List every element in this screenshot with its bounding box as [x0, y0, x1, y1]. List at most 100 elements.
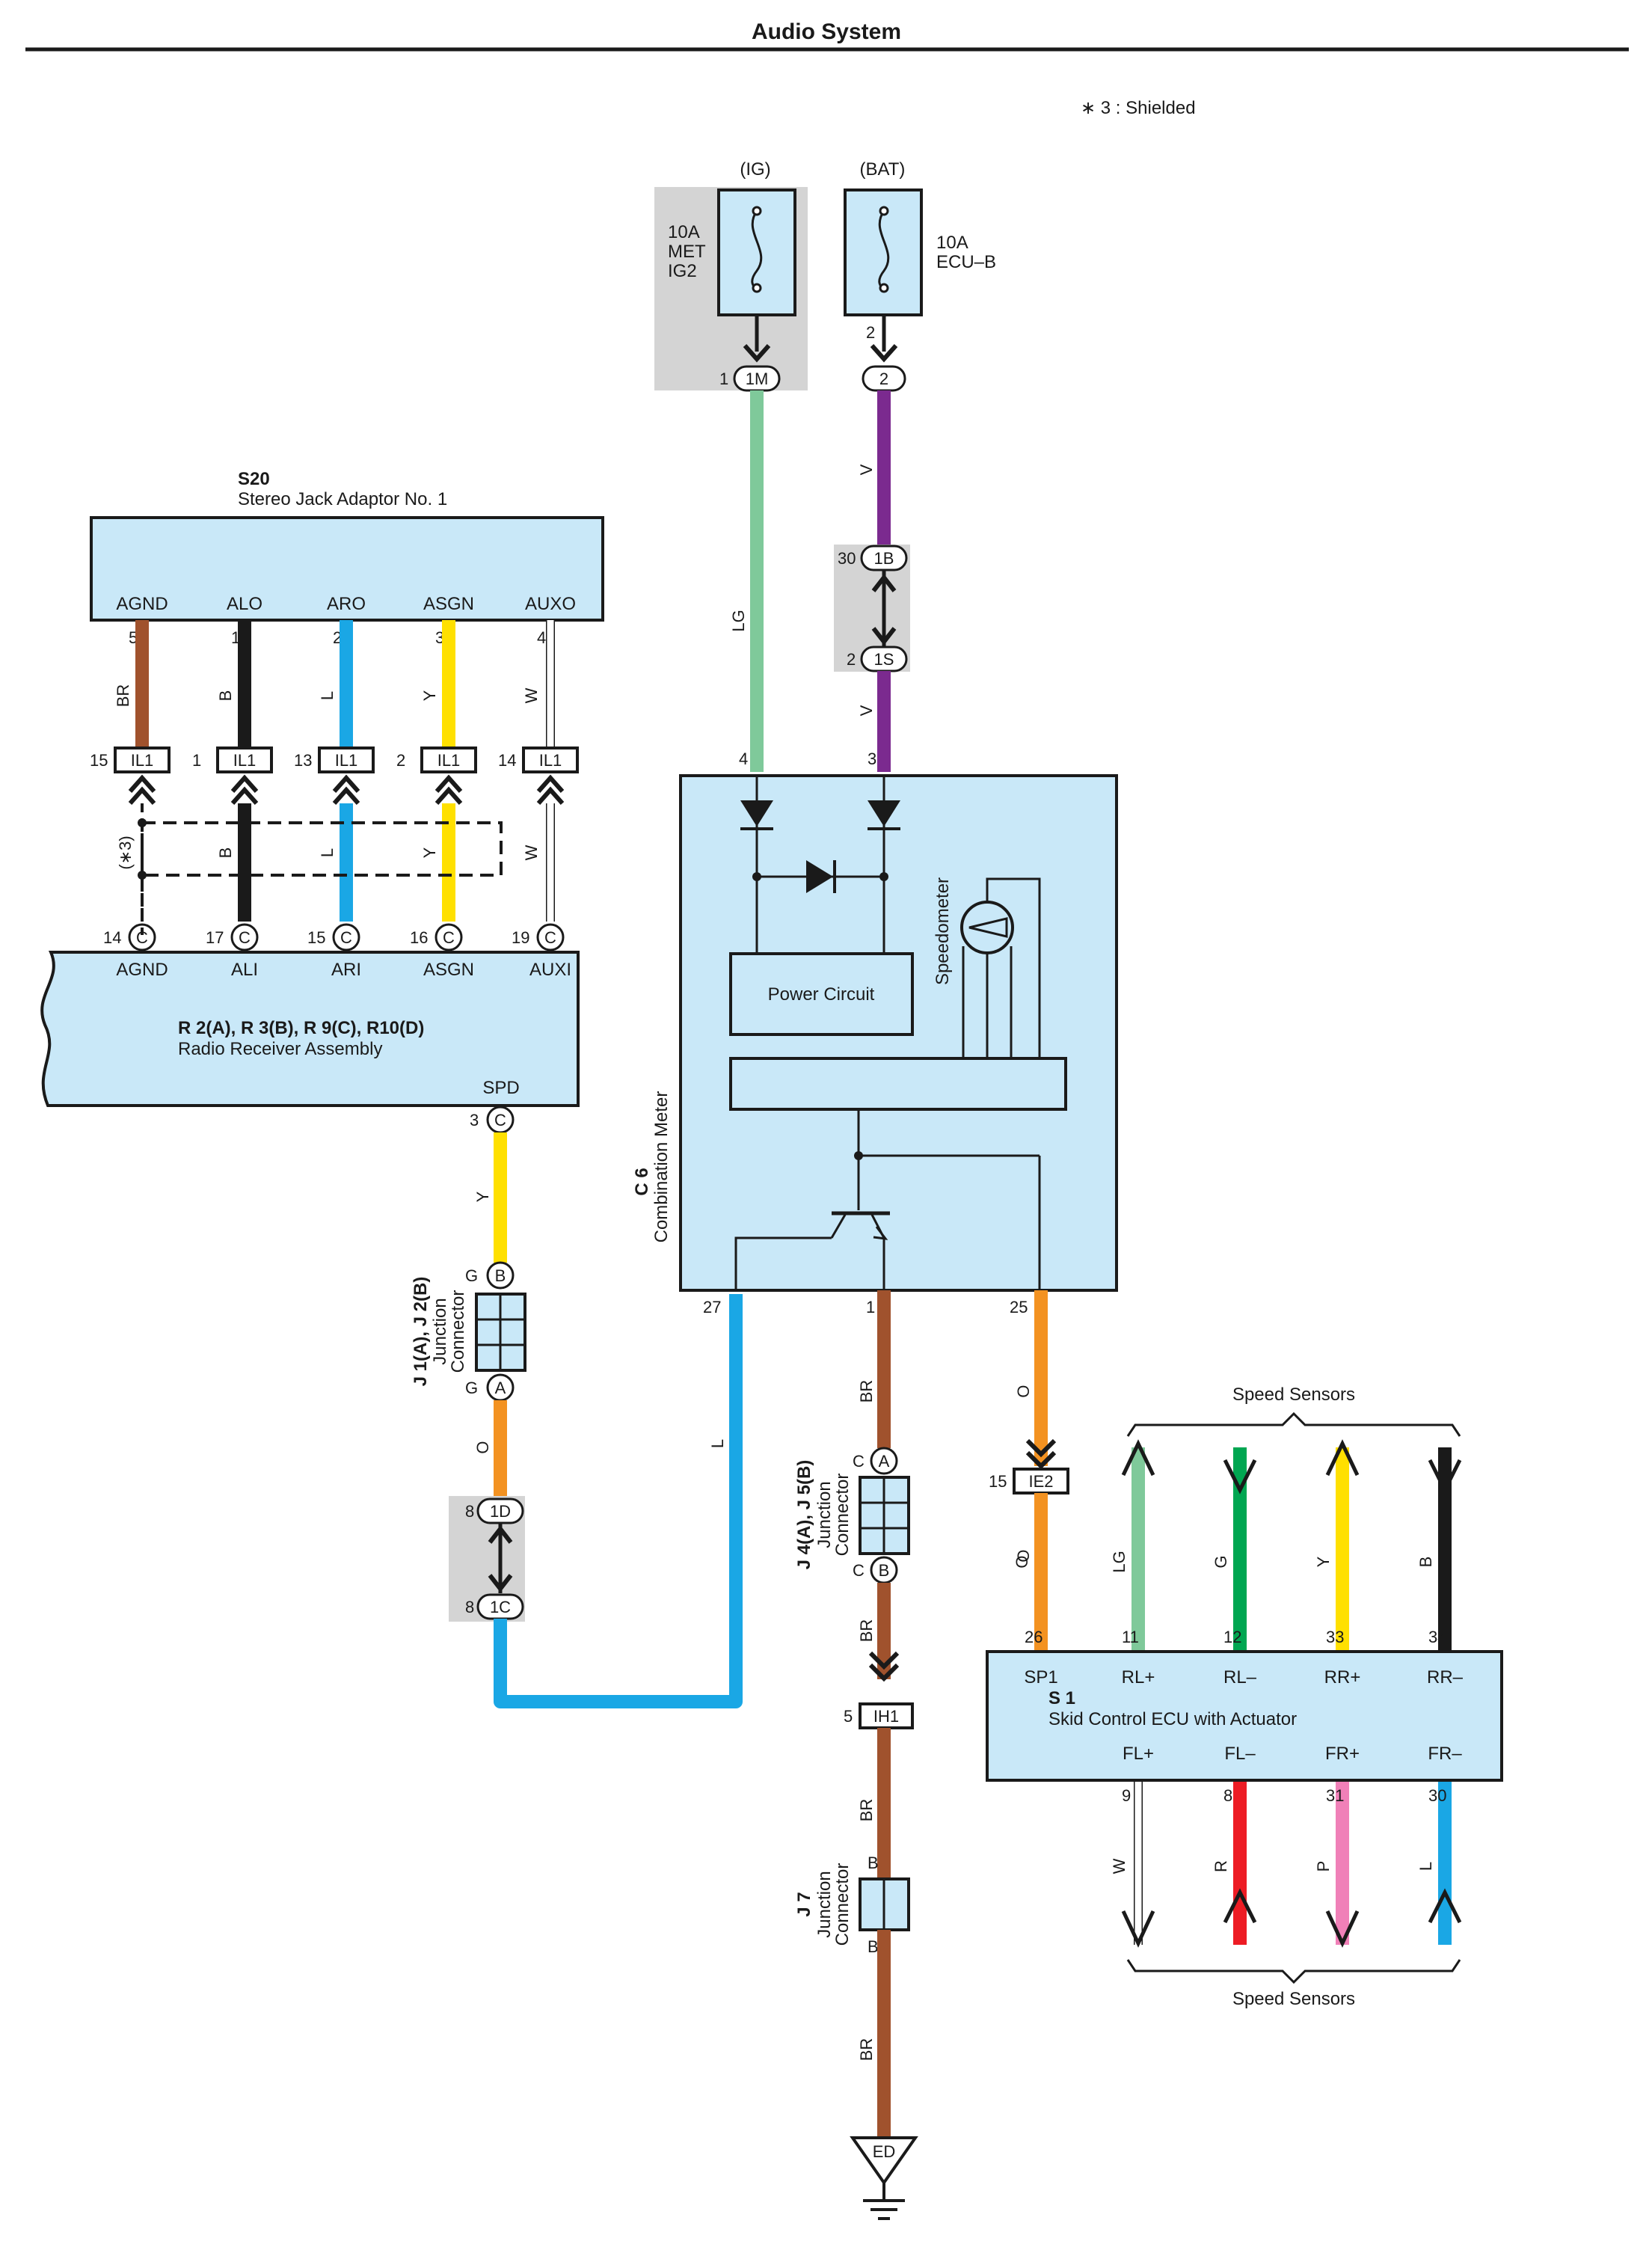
svg-text:B: B	[868, 1937, 879, 1956]
s1-terminals: SP126RL+11RL–12RR+33RR–34FL+9FL–8FR+31FR…	[1024, 1628, 1463, 1805]
s20-name: Stereo Jack Adaptor No. 1	[238, 489, 447, 509]
svg-text:C: C	[853, 1452, 865, 1471]
ig-fuse-name2: IG2	[668, 261, 697, 281]
s20-terminal-alo: ALO	[227, 594, 262, 614]
s20-wire-lower-label: W	[522, 844, 541, 860]
conn-il1	[318, 747, 375, 773]
s1-terminal-bottom: FL–	[1224, 1744, 1256, 1764]
s1-bottom-wire-label: W	[1110, 1858, 1129, 1874]
svg-text:BR: BR	[857, 2038, 876, 2061]
speed-sensors-top-label: Speed Sensors	[1232, 1385, 1355, 1405]
wire-label-v-bottom: V	[857, 705, 876, 716]
il1-pin: 1	[192, 751, 201, 770]
s20-pin: 4	[537, 628, 546, 647]
il1-arrow-icon	[536, 774, 565, 805]
s1-bottom-wire-label: R	[1212, 1860, 1230, 1872]
bat-arrow-icon	[870, 344, 898, 363]
speed-sensors-bottom-label: Speed Sensors	[1232, 1989, 1355, 2009]
s1-box	[986, 1650, 1503, 1782]
s1-wire-label: B	[1416, 1557, 1435, 1568]
s1-terminal-top: RR–	[1427, 1667, 1464, 1687]
s1-terminal-bottom: FL+	[1123, 1744, 1154, 1764]
conn-il1	[420, 747, 477, 773]
svg-text:Connector: Connector	[832, 1474, 853, 1557]
svg-text:1D: 1D	[490, 1502, 511, 1521]
bat-fuse-pin: 2	[866, 323, 875, 342]
s1-pin-top: 34	[1428, 1628, 1446, 1646]
s1-wire-label: Y	[1314, 1556, 1333, 1567]
s1-wire-label: LG	[1110, 1551, 1129, 1572]
s20-wire-label: B	[216, 690, 235, 702]
sensor-arrow-down-icon	[1428, 1459, 1462, 1495]
s1-bottom-wire-label: P	[1314, 1861, 1333, 1872]
sensor-arrow-up-icon	[1325, 1439, 1360, 1477]
speed-sensors-top-brace	[1126, 1411, 1461, 1437]
power-circuit-label: Power Circuit	[768, 984, 875, 1005]
il1-label: IL1	[437, 751, 461, 770]
s1-terminal-bottom: FR–	[1428, 1744, 1462, 1764]
meter-code: C 6	[632, 1168, 652, 1195]
s1-name: Skid Control ECU with Actuator	[1048, 1709, 1297, 1729]
il1-pin: 13	[294, 751, 312, 770]
sensor-arrow-down-icon	[1325, 1910, 1360, 1948]
power-circuit-box	[729, 952, 914, 1036]
radio-terminal-agnd: AGND	[116, 960, 168, 980]
svg-text:2: 2	[847, 650, 856, 669]
wire-l-speed	[494, 1294, 743, 1708]
radio-pin: 19	[512, 928, 529, 947]
j4-code: J 4(A), J 5(B)	[794, 1460, 814, 1570]
il1-arrow-icon	[435, 774, 463, 805]
s1-pin-top: 12	[1223, 1628, 1241, 1646]
il1-arrow-icon	[332, 774, 360, 805]
double-arrow-1d-icon	[488, 1525, 513, 1592]
s1-code: S 1	[1048, 1688, 1075, 1708]
radio-pin: 16	[410, 928, 428, 947]
svg-text:1B: 1B	[874, 549, 894, 568]
svg-text:1C: 1C	[490, 1598, 511, 1616]
radio-conn-letter: C	[340, 928, 352, 947]
j1-code: J 1(A), J 2(B)	[411, 1277, 431, 1387]
s1-terminal-top: RR+	[1324, 1667, 1361, 1687]
conn-ih1	[859, 1702, 914, 1729]
svg-text:Junction: Junction	[814, 1871, 835, 1937]
radio-box	[40, 951, 580, 1107]
svg-text:1S: 1S	[874, 650, 894, 669]
radio-conn-letter: C	[544, 928, 556, 947]
svg-text:G: G	[465, 1379, 478, 1397]
radio-conn-c	[332, 923, 360, 951]
page-title: Audio System	[752, 19, 901, 44]
s1-pin-top: 26	[1025, 1628, 1043, 1646]
svg-text:B: B	[868, 1854, 879, 1872]
svg-text:IE2: IE2	[1028, 1472, 1053, 1491]
svg-text:3: 3	[868, 749, 876, 768]
radio-terminal-ali: ALI	[231, 960, 258, 980]
s20-wire-label: Y	[420, 690, 439, 701]
il1-pin: 14	[498, 751, 516, 770]
ig-arrow-icon	[743, 344, 771, 363]
sensor-arrow-up-icon	[1121, 1439, 1155, 1477]
ground-icon	[850, 2136, 918, 2186]
svg-text:B: B	[879, 1561, 890, 1580]
s1-wire-label: O	[1013, 1555, 1031, 1568]
s1-pin-bottom: 8	[1223, 1786, 1232, 1805]
svg-text:G: G	[465, 1266, 478, 1285]
svg-text:A: A	[879, 1452, 890, 1471]
svg-text:O: O	[1014, 1385, 1033, 1397]
s20-terminal-auxo: AUXO	[525, 594, 576, 614]
ground-label: ED	[873, 2142, 896, 2161]
radio-conn-letter: C	[443, 928, 455, 947]
s20-wire-label: L	[318, 691, 337, 700]
svg-text:2: 2	[879, 370, 888, 388]
svg-text:Y: Y	[473, 1191, 492, 1202]
svg-text:8: 8	[465, 1598, 474, 1616]
j7-code: J 7	[794, 1892, 814, 1916]
meter-name: Combination Meter	[651, 1091, 672, 1243]
s1-bottom-wire-label: L	[1416, 1862, 1435, 1871]
radio-conn-c	[230, 923, 259, 951]
conn-il1	[216, 747, 273, 773]
radio-terminal-auxi: AUXI	[529, 960, 571, 980]
s20-terminal-aro: ARO	[327, 594, 366, 614]
